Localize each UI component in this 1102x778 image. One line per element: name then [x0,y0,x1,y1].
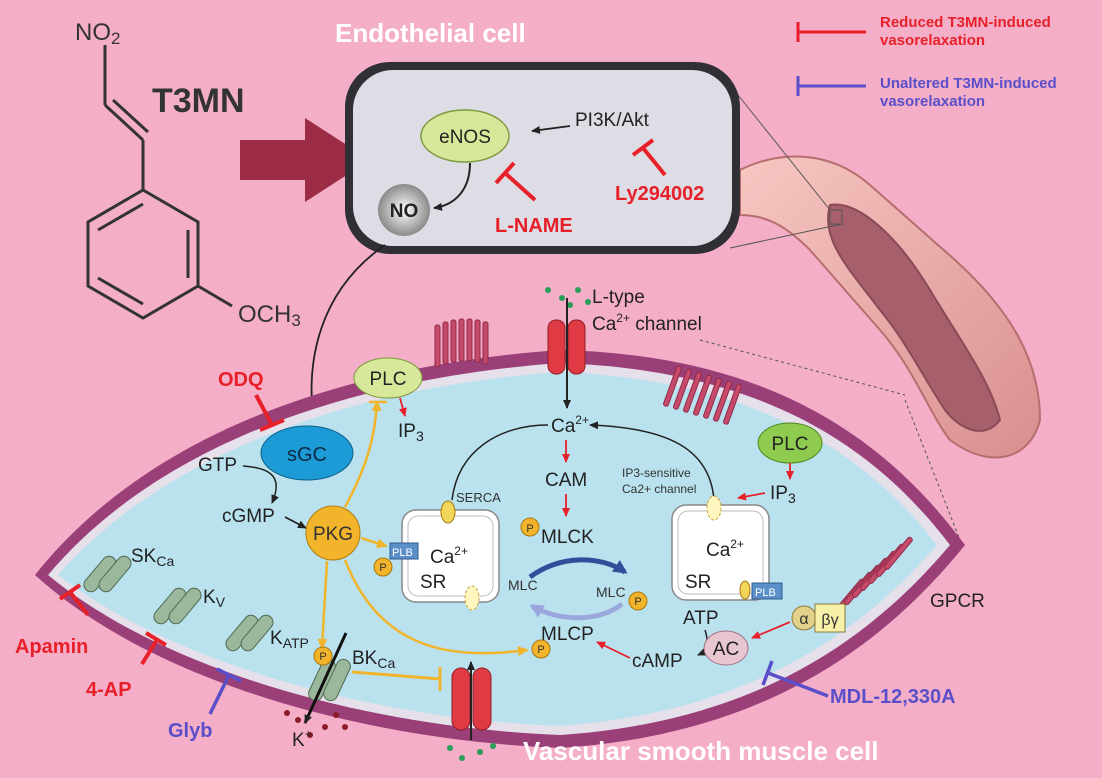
sgc-label: sGC [287,444,327,466]
big-arrow-icon [240,118,370,202]
betagamma-label: βγ [821,612,838,629]
ac-node [703,630,749,666]
four-ap-inhibition [140,631,168,666]
sr-left [373,500,500,611]
atp-label: ATP [683,608,719,629]
t3mn-structure [86,45,233,320]
katp-label: KATP [270,628,309,651]
membrane-receptor-icon [663,365,742,425]
phospho-icon [628,591,648,611]
legend: Reduced T3MN-induced vasorelaxation Unal… [796,14,1057,110]
enos-node [420,109,510,163]
katp-channel-icon [225,614,274,652]
gtp-label: GTP [198,455,237,476]
legend-reduced-line2: vasorelaxation [880,32,985,49]
endothelial-cell-title: Endothelial cell [335,18,526,48]
sgc-node [260,425,354,481]
mlcp-label: MLCP [541,624,594,645]
pkg-node [305,505,361,561]
four-ap-label: 4-AP [86,679,132,701]
apamin-inhibition [58,583,90,617]
ltype-label-line2: Ca2+ channel [592,311,702,335]
sr-right [671,495,783,601]
no2-label: NO2 [75,19,120,48]
pkg-label: PKG [313,524,353,545]
och3-label: OCH3 [238,301,301,330]
cgmp-label: cGMP [222,506,275,527]
ac-label: AC [713,639,739,660]
mdl-inhibition [761,660,829,698]
phospho-icon [531,639,551,659]
no-node [378,184,430,236]
unaltered-inhibition-icon [796,76,866,96]
lname-inhibition [494,161,537,202]
legend-unaltered-line1: Unaltered T3MN-induced [880,75,1057,92]
ly294002-inhibition [631,138,667,177]
glyb-inhibition [208,667,242,715]
t3mn-label: T3MN [152,82,245,120]
kplus-label: K+ [292,727,312,751]
vsmc-title: Vascular smooth muscle cell [523,736,879,766]
plc-left-label: PLC [370,369,407,390]
apamin-label: Apamin [15,636,88,658]
camp-label: cAMP [632,651,683,672]
legend-reduced-line1: Reduced T3MN-induced [880,14,1051,31]
svg-text:P: P [379,562,386,574]
ly294002-label: Ly294002 [615,183,704,205]
mlck-label: MLCK [541,527,594,548]
legend-unaltered-line2: vasorelaxation [880,93,985,110]
odq-inhibition [254,394,285,432]
ltype-ca-channel-icon [545,287,591,375]
ca-center-label: Ca2+ [551,413,589,437]
svg-text:P: P [537,644,544,656]
gpcr-label: GPCR [930,591,985,612]
pi3k-label: PI3K/Akt [575,110,650,131]
ip3r-label-line1: IP3-sensitive [622,466,691,480]
ip3-right-label: IP3 [770,483,796,506]
mlc-right-label: MLC [596,584,626,600]
sr-right-label: SR [685,572,711,593]
potassium-ions-icon [284,710,348,738]
skca-label: SKCa [131,546,174,569]
sr-left-label: SR [420,572,446,593]
svg-text:P: P [319,651,326,663]
gpcr-icon [835,536,913,612]
mlc-left-label: MLC [508,577,538,593]
no-label: NO [390,201,419,222]
membrane-receptor-icon [434,318,489,368]
plc-left-node [353,357,423,399]
skca-channel-icon [83,555,132,593]
ltype-ca-channel-bottom-icon [447,667,496,761]
odq-label: ODQ [218,369,264,391]
ip3-left-label: IP3 [398,421,424,444]
sr-right-ca-label: Ca2+ [706,537,744,561]
bkca-label: BKCa [352,648,395,671]
sr-left-ca-label: Ca2+ [430,544,468,568]
g-betagamma-node [814,603,846,633]
kv-channel-icon [153,587,202,625]
cam-label: CAM [545,470,587,491]
pkg-pathway-arrows [317,400,529,657]
kv-label: KV [203,587,226,610]
serca-label: SERCA [456,490,501,505]
enos-label: eNOS [439,127,491,148]
mdl-label: MDL-12,330A [830,686,956,708]
plb-left-label: PLB [392,547,413,559]
alpha-label: α [799,611,808,628]
ip3r-label-line2: Ca2+ channel [622,482,696,496]
ltype-label-line1: L-type [592,287,645,308]
bkca-ltype-inhibition [351,667,442,691]
svg-text:P: P [526,523,533,535]
lname-label: L-NAME [495,215,573,237]
svg-text:P: P [634,596,641,608]
plb-right-label: PLB [755,587,776,599]
phospho-icon [520,517,540,537]
plc-right-label: PLC [772,434,809,455]
reduced-inhibition-icon [796,22,866,42]
blood-vessel-icon [699,84,1042,541]
glyb-label: Glyb [168,720,212,742]
